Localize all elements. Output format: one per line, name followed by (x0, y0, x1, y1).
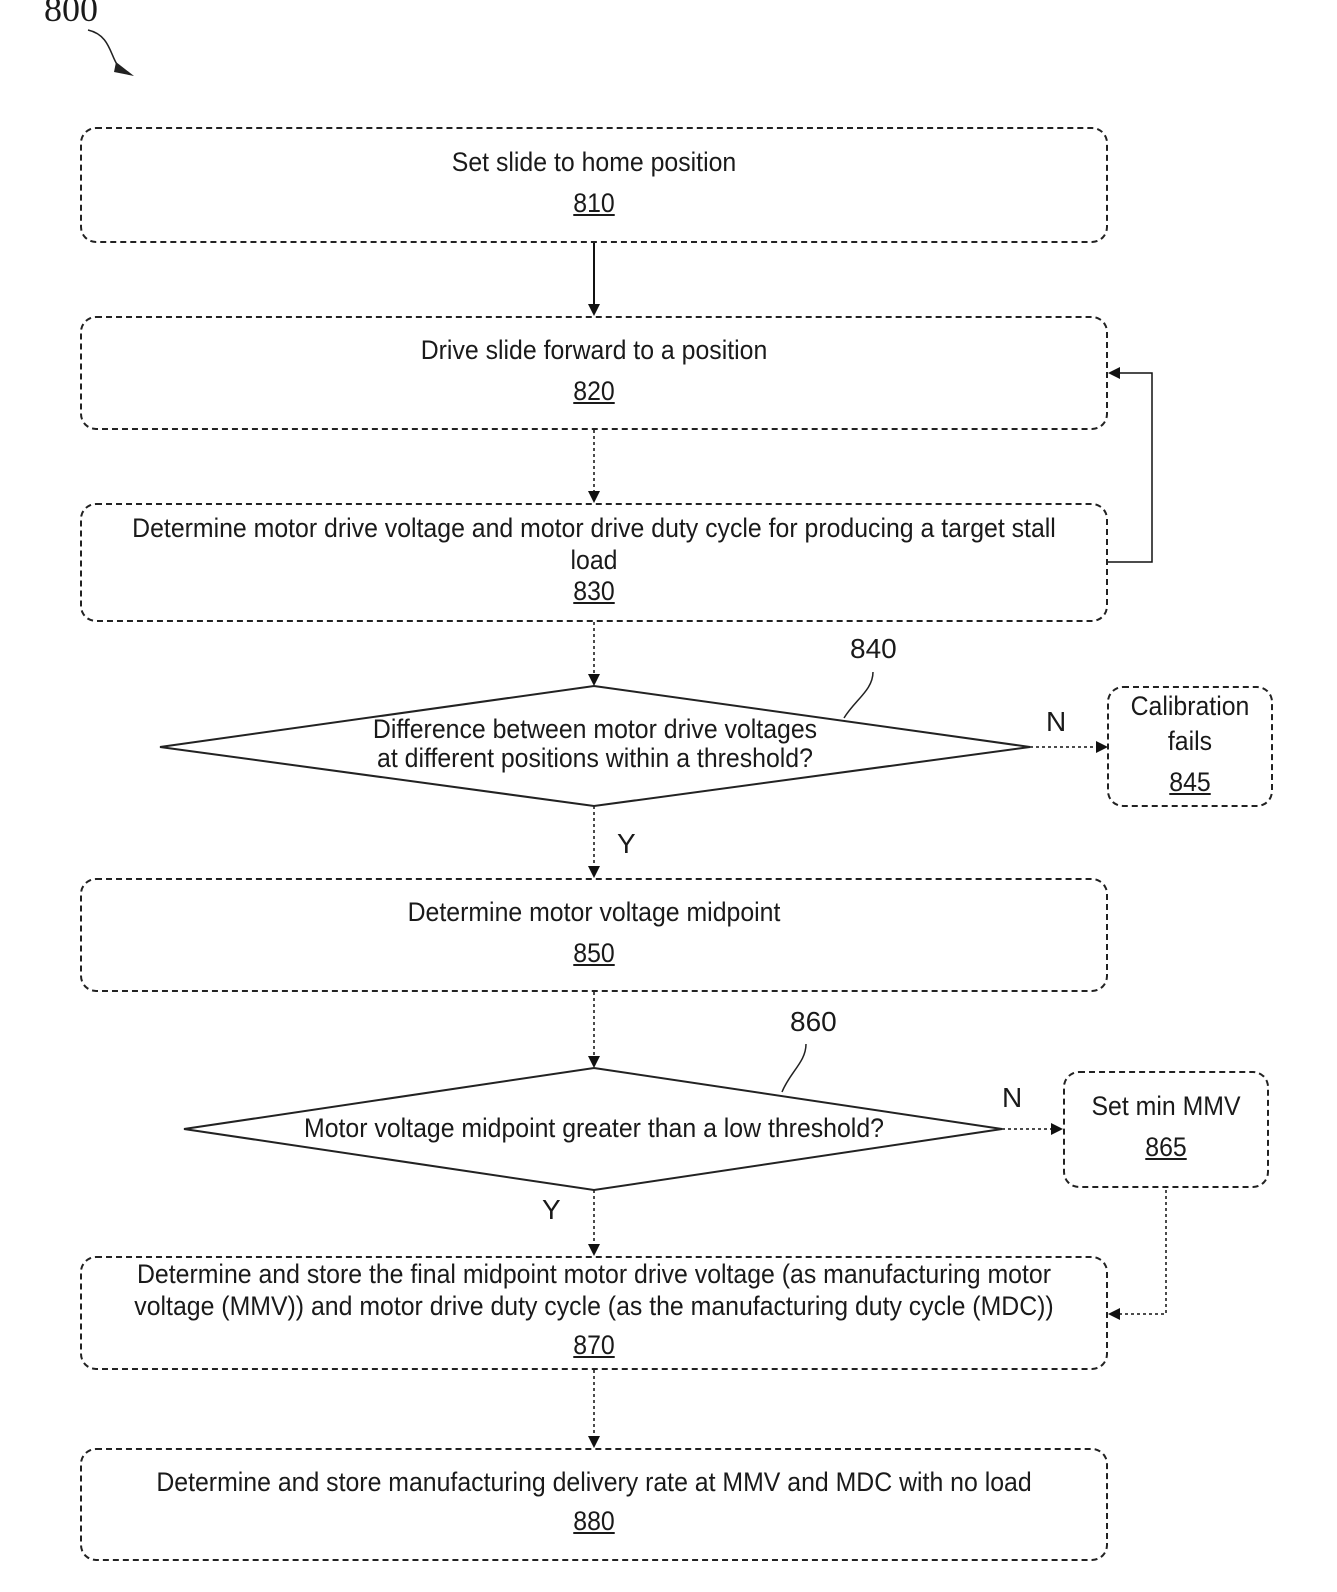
step-830-label-line1: Determine motor drive voltage and motor … (103, 512, 1086, 544)
figure-lead-arrowhead (114, 62, 134, 76)
decision-840-no-label: N (1046, 706, 1066, 738)
step-870-label-line2: voltage (MMV)) and motor drive duty cycl… (103, 1290, 1086, 1322)
decision-840-label-line1: Difference between motor drive voltages (287, 713, 903, 745)
step-845-label-line2: fails (1114, 725, 1267, 757)
step-810-box (80, 127, 1108, 243)
step-880-box (80, 1448, 1108, 1561)
step-865-label: Set min MMV (1071, 1090, 1261, 1122)
step-865-box (1063, 1071, 1269, 1188)
step-810-label: Set slide to home position (121, 146, 1067, 178)
step-865-number: 865 (1071, 1132, 1261, 1163)
step-850-number: 850 (121, 938, 1067, 969)
step-850-label: Determine motor voltage midpoint (121, 896, 1067, 928)
step-830-number: 830 (121, 576, 1067, 607)
decision-840-label-line2: at different positions within a threshol… (287, 742, 903, 774)
step-830-label-line2: load (121, 544, 1067, 576)
step-870-number: 870 (121, 1330, 1067, 1361)
arrow-865-to-870 (1110, 1190, 1166, 1314)
decision-840-yes-label: Y (617, 828, 636, 860)
step-845-label-line1: Calibration (1114, 690, 1267, 722)
step-880-label: Determine and store manufacturing delive… (121, 1466, 1067, 1498)
step-810-number: 810 (121, 188, 1067, 219)
step-820-label: Drive slide forward to a position (121, 334, 1067, 366)
step-870-label-line1: Determine and store the final midpoint m… (103, 1258, 1086, 1290)
figure-lead-line (88, 30, 118, 66)
decision-860-no-label: N (1002, 1082, 1022, 1114)
ref-840-lead-line (844, 672, 873, 718)
step-845-number: 845 (1114, 767, 1267, 798)
ref-860-lead-line (782, 1044, 806, 1092)
decision-860-ref: 860 (790, 1006, 837, 1038)
step-820-number: 820 (121, 376, 1067, 407)
decision-860-label: Motor voltage midpoint greater than a lo… (272, 1112, 916, 1144)
decision-860-yes-label: Y (542, 1194, 561, 1226)
decision-840-ref: 840 (850, 633, 897, 665)
step-880-number: 880 (121, 1506, 1067, 1537)
arrow-830-loop-to-820 (1108, 373, 1152, 562)
figure-number: 800 (44, 0, 98, 30)
